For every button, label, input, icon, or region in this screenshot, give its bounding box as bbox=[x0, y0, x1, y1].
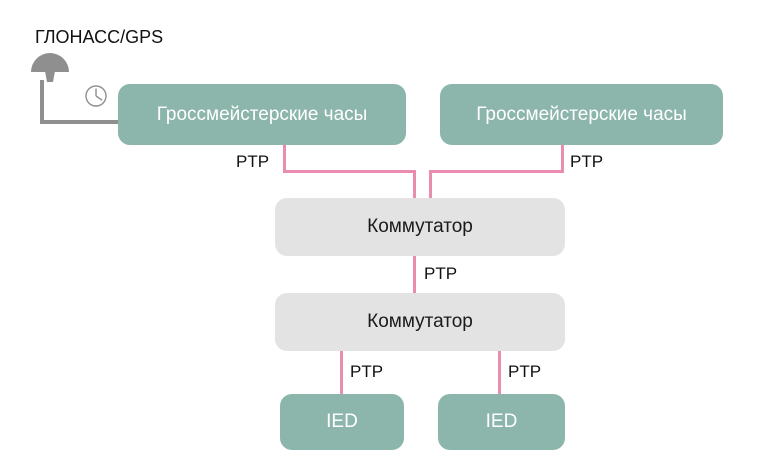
link-clock-right-vertical-a bbox=[561, 145, 564, 173]
antenna-line-vertical bbox=[40, 80, 44, 124]
node-switch-bottom[interactable]: Коммутатор bbox=[275, 293, 565, 351]
link-label-ptp-clock-left: PTP bbox=[236, 152, 270, 171]
link-label-ptp-switch-to-switch: PTP bbox=[424, 264, 458, 283]
node-label: Гроссмейстерские часы bbox=[156, 103, 368, 125]
node-switch-top[interactable]: Коммутатор bbox=[275, 198, 565, 256]
link-clock-left-vertical-a bbox=[283, 145, 286, 173]
node-label: IED bbox=[326, 411, 358, 433]
satellite-antenna-icon bbox=[31, 53, 69, 82]
node-label: IED bbox=[485, 411, 518, 433]
link-switch-to-ied-left bbox=[340, 351, 343, 395]
link-clock-right-horizontal bbox=[429, 170, 564, 173]
node-label: Коммутатор bbox=[367, 311, 473, 333]
link-switch-to-ied-right bbox=[498, 351, 501, 395]
link-switch-to-switch bbox=[413, 256, 416, 294]
node-grandmaster-clock-right[interactable]: Гроссмейстерские часы bbox=[440, 84, 723, 145]
link-label-ptp-ied-left: PTP bbox=[350, 362, 384, 381]
link-clock-left-horizontal bbox=[283, 170, 416, 173]
clock-icon bbox=[85, 85, 107, 107]
link-clock-left-vertical-b bbox=[413, 170, 416, 200]
link-label-ptp-clock-right: PTP bbox=[570, 152, 604, 171]
node-ied-right[interactable]: IED bbox=[438, 394, 565, 450]
node-ied-left[interactable]: IED bbox=[280, 394, 404, 450]
link-label-ptp-ied-right: PTP bbox=[508, 362, 542, 381]
node-grandmaster-clock-left[interactable]: Гроссмейстерские часы bbox=[118, 84, 406, 145]
link-clock-right-vertical-b bbox=[429, 170, 432, 200]
node-label: Коммутатор bbox=[367, 216, 473, 238]
page-title: ГЛОНАСС/GPS bbox=[35, 27, 164, 47]
antenna-line-horizontal bbox=[40, 120, 120, 124]
node-label: Гроссмейстерские часы bbox=[476, 103, 687, 125]
